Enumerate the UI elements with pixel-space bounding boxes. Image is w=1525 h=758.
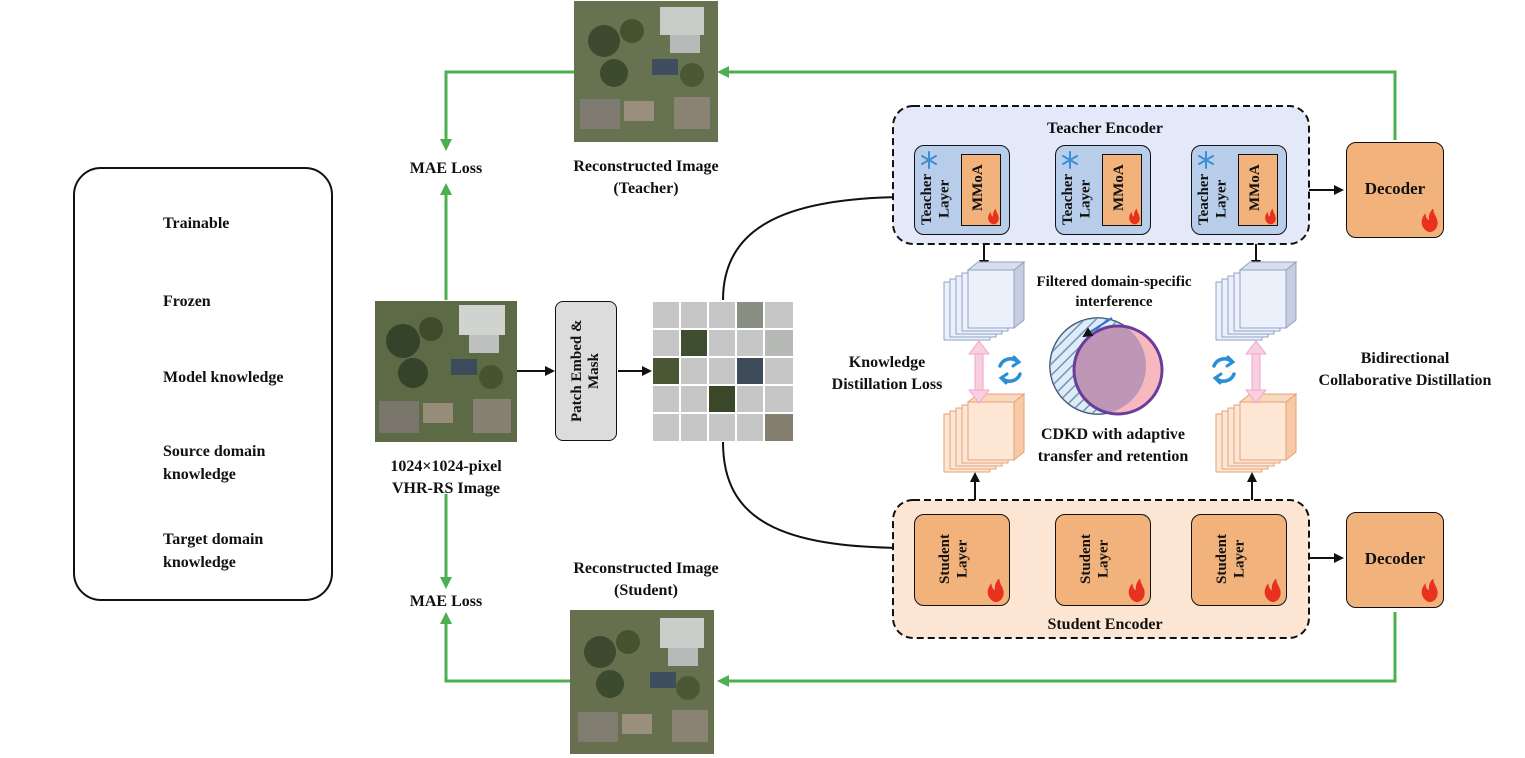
- teacher-layer-label: Teacher Layer: [1196, 173, 1230, 225]
- patch-embed-mask-block: Patch Embed & Mask: [555, 301, 617, 441]
- teacher-layer-1: Teacher Layer MMoA: [914, 145, 1010, 235]
- mmoa-module: MMoA: [961, 154, 1001, 226]
- reconstructed-student-image: [570, 610, 714, 754]
- patch-embed-label: Patch Embed & Mask: [568, 319, 602, 423]
- fire-icon: [1129, 209, 1140, 225]
- mmoa-label: MMoA: [1111, 164, 1127, 212]
- filtered-interference-label: Filtered domain-specific interference: [1036, 274, 1192, 311]
- snowflake-icon: [1062, 151, 1078, 169]
- teacher-encoder-title: Teacher Encoder: [1047, 120, 1163, 137]
- legend-trainable-label: Trainable: [163, 215, 230, 232]
- fire-icon: [988, 209, 999, 225]
- distill-double-arrow-left: [967, 340, 991, 404]
- fire-icon: [1421, 209, 1438, 233]
- fire-icon: [1265, 209, 1276, 225]
- green-loop-top: [440, 66, 1397, 300]
- teacher-layer-label: Teacher Layer: [919, 173, 953, 225]
- distill-double-arrow-right: [1244, 340, 1268, 404]
- reconstructed-student-label: Reconstructed Image (Student): [573, 560, 719, 599]
- mmoa-module: MMoA: [1102, 154, 1142, 226]
- feature-stack-teacher-right: [1215, 260, 1298, 341]
- teacher-layer-2: Teacher Layer MMoA: [1055, 145, 1151, 235]
- student-layer-2: Student Layer: [1055, 514, 1151, 606]
- reconstructed-teacher-label: Reconstructed Image (Teacher): [573, 158, 719, 197]
- sync-icon: [998, 355, 1022, 385]
- legend: [73, 167, 333, 601]
- student-layer-label: Student Layer: [937, 533, 971, 585]
- feature-stack-student-left: [943, 392, 1026, 473]
- teacher-decoder: Decoder: [1346, 142, 1444, 238]
- student-layer-label: Student Layer: [1078, 533, 1112, 585]
- legend-source-knowledge-label: Source domain knowledge: [163, 443, 266, 484]
- kd-loss-label: Knowledge Distillation Loss: [831, 354, 943, 393]
- venn-diagram: [1049, 317, 1164, 416]
- teacher-layer-3: Teacher Layer MMoA: [1191, 145, 1287, 235]
- mmoa-label: MMoA: [1247, 164, 1263, 212]
- decoder-label: Decoder: [1364, 179, 1426, 198]
- mae-loss-top-label: MAE Loss: [409, 160, 483, 177]
- sync-icon: [1212, 355, 1236, 385]
- fire-icon: [1264, 579, 1281, 603]
- fire-icon: [1421, 579, 1438, 603]
- mmoa-label: MMoA: [970, 164, 986, 212]
- feature-stack-student-right: [1215, 392, 1298, 473]
- cdkd-label: CDKD with adaptive transfer and retentio…: [1037, 426, 1189, 465]
- student-decoder: Decoder: [1346, 512, 1444, 608]
- bidirectional-distillation-label: Bidirectional Collaborative Distillation: [1318, 350, 1492, 389]
- student-encoder-title: Student Encoder: [1047, 616, 1163, 633]
- legend-frozen-label: Frozen: [163, 293, 211, 310]
- decoder-label: Decoder: [1364, 549, 1426, 568]
- student-layer-3: Student Layer: [1191, 514, 1287, 606]
- input-vhr-rs-image: [375, 301, 517, 442]
- legend-target-knowledge-label: Target domain knowledge: [163, 531, 264, 572]
- legend-model-knowledge-label: Model knowledge: [163, 369, 284, 386]
- student-layer-1: Student Layer: [914, 514, 1010, 606]
- snowflake-icon: [921, 151, 937, 169]
- mae-loss-bottom-label: MAE Loss: [409, 593, 483, 610]
- reconstructed-teacher-image: [574, 1, 718, 142]
- teacher-layer-label: Teacher Layer: [1060, 173, 1094, 225]
- student-layer-label: Student Layer: [1214, 533, 1248, 585]
- masked-patch-grid: [652, 301, 794, 442]
- feature-stack-teacher-left: [943, 260, 1026, 341]
- fire-icon: [1128, 579, 1145, 603]
- snowflake-icon: [1198, 151, 1214, 169]
- mmoa-module: MMoA: [1238, 154, 1278, 226]
- green-loop-bottom: [440, 494, 1397, 687]
- fire-icon: [987, 579, 1004, 603]
- input-image-label: 1024×1024-pixel VHR-RS Image: [390, 458, 502, 497]
